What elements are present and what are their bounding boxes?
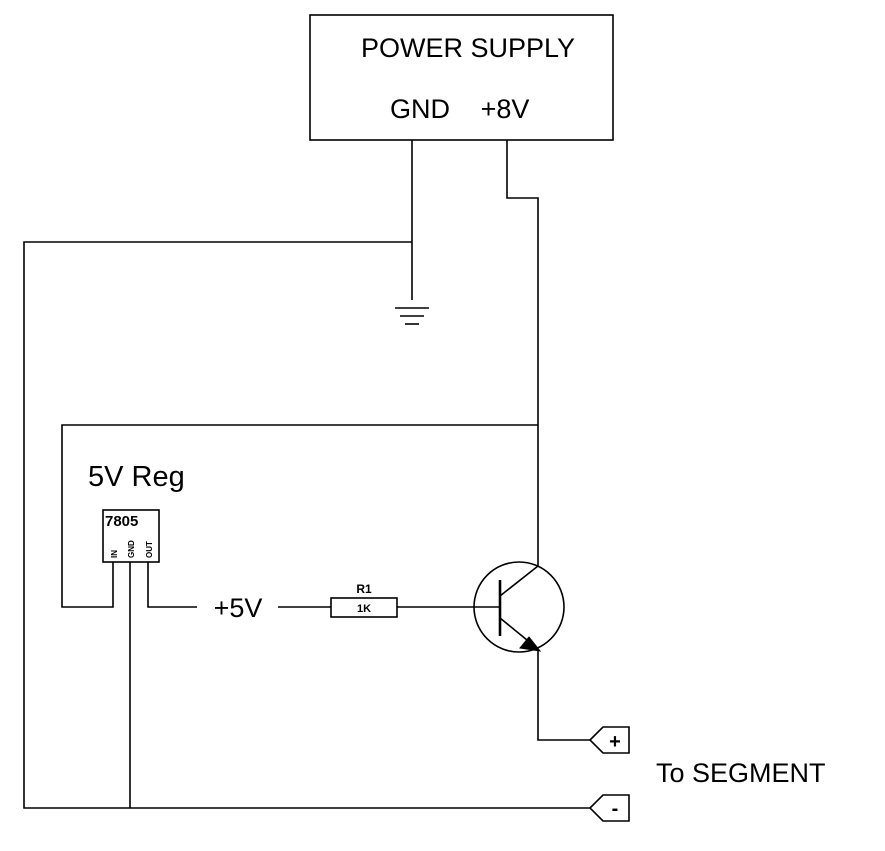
npn-transistor-icon	[473, 561, 565, 653]
resistor-body	[330, 597, 398, 618]
plus-connector-label: +	[609, 731, 621, 753]
regulator-pin-out-label: OUT	[145, 541, 154, 558]
plus-8v-wire	[506, 140, 539, 566]
regulator-caption: 5V Reg	[88, 461, 185, 493]
wires	[23, 140, 590, 809]
minus-connector-label: -	[612, 798, 619, 820]
resistor-r1: R1 1K	[330, 582, 398, 618]
regulator-pin-gnd-label: GND	[127, 540, 136, 558]
minus-connector-pin	[588, 794, 630, 822]
resistor-value-label: 1K	[357, 603, 371, 615]
to-segment-caption: To SEGMENT	[656, 758, 826, 788]
reg-output-wire	[147, 562, 197, 608]
regulator-body	[102, 509, 160, 563]
transistor-collector-lead	[499, 565, 539, 597]
power-supply-block: POWER SUPPLY GND +8V	[309, 14, 614, 141]
emitter-arrow-icon	[519, 636, 542, 652]
ground-symbol-icon	[395, 307, 429, 325]
gnd-terminal-label: GND	[390, 94, 450, 124]
power-supply-box	[309, 14, 614, 141]
emitter-wire	[537, 649, 590, 741]
plus-connector-pin	[588, 726, 630, 754]
power-supply-title: POWER SUPPLY	[361, 33, 575, 63]
transistor-circle	[473, 561, 565, 653]
reg-input-wire	[61, 424, 538, 608]
segment-connector: + - To SEGMENT	[588, 726, 826, 822]
plus-5v-net-label: +5V	[214, 593, 263, 623]
regulator-pin-in-label: IN	[110, 550, 119, 558]
resistor-ref-label: R1	[356, 582, 372, 596]
regulator-part-number: 7805	[105, 513, 138, 530]
plus-8v-terminal-label: +8V	[481, 94, 530, 124]
ground-rail-wire	[23, 241, 590, 809]
regulator-7805: 5V Reg 7805 IN GND OUT	[88, 461, 185, 563]
